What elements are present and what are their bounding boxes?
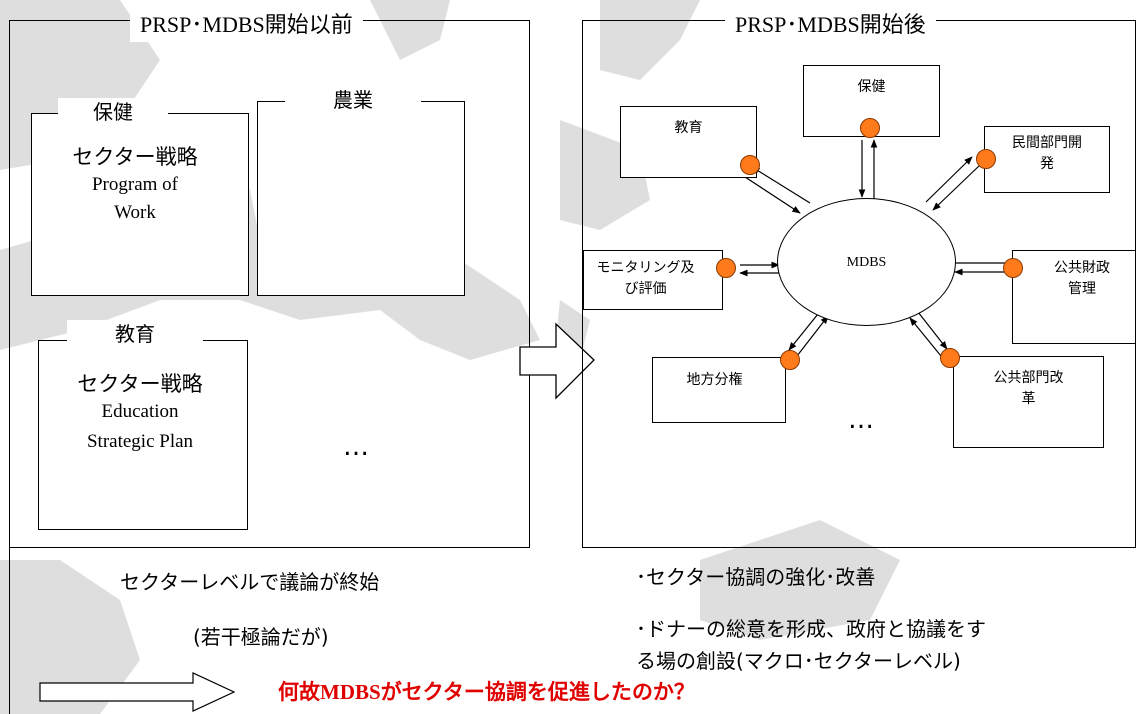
node-public-finance-dot (1003, 258, 1023, 278)
right-ellipsis: … (848, 405, 874, 435)
right-panel-title: PRSP･MDBS開始後 (725, 8, 936, 42)
health-program-line1: Program of (91, 174, 178, 195)
node-public-finance-label-line2: 管理 (1068, 281, 1096, 297)
central-question-part2: がセクター協調を促進したのか？ (380, 680, 695, 704)
node-monitoring-label-line2: び評価 (624, 281, 667, 297)
node-monitoring-dot (716, 258, 736, 278)
node-private-sector-label-line1: 民間部門開 (1012, 135, 1082, 151)
node-decentralization-box (652, 357, 786, 423)
node-decentralization-dot (780, 350, 800, 370)
question-arrow (39, 672, 236, 712)
node-health-label: 保健 (857, 79, 886, 95)
node-private-sector-box (984, 126, 1110, 193)
education-plan-line2: Strategic Plan (86, 431, 194, 452)
node-monitoring-box (583, 250, 723, 310)
right-conclusion-3: る場の創設(マクロ･セクターレベル) (636, 649, 961, 673)
bottom-left-divider (9, 548, 10, 714)
node-public-finance-box (1012, 250, 1136, 344)
node-education-box (620, 106, 757, 178)
node-public-reform-label-line1: 公共部門改 (993, 370, 1064, 386)
health-sector-label: 保健 (58, 98, 168, 126)
health-sector-box (31, 113, 249, 296)
node-decentralization-label: 地方分権 (686, 372, 743, 388)
transition-arrow (519, 322, 595, 400)
central-question: 何故MDBSがセクター協調を促進したのか？ (278, 676, 695, 706)
agriculture-sector-box (257, 101, 465, 296)
right-conclusion-2: ･ドナーの総意を形成、政府と協議をす (636, 617, 986, 641)
education-strategy: セクター戦略 (77, 372, 203, 396)
mdbs-hub (777, 198, 956, 326)
health-strategy: セクター戦略 (72, 145, 198, 169)
education-sector-box (38, 340, 248, 530)
education-sector-label: 教育 (67, 320, 203, 348)
node-monitoring-label-line1: モニタリング及 (596, 260, 695, 276)
health-program-line2: Work (114, 202, 156, 223)
right-conclusion-1: ･セクター協調の強化･改善 (636, 565, 876, 589)
left-conclusion: セクターレベルで議論が終始 (120, 570, 380, 594)
mdbs-hub-label: MDBS (846, 255, 887, 270)
central-question-part1: 何故MDBS (278, 680, 381, 704)
node-public-reform-label-line2: 革 (1021, 391, 1036, 407)
left-conclusion-caveat: (若干極論だが) (193, 625, 329, 649)
agriculture-sector-label: 農業 (285, 86, 421, 114)
education-plan-line1: Education (101, 401, 179, 422)
node-education-dot (740, 155, 760, 175)
node-education-label: 教育 (674, 120, 703, 136)
node-health-dot (860, 118, 880, 138)
left-ellipsis: … (343, 432, 369, 462)
node-private-sector-dot (976, 149, 996, 169)
node-private-sector-label-line2: 発 (1040, 156, 1054, 172)
node-public-reform-box (953, 356, 1104, 448)
left-panel-title: PRSP･MDBS開始以前 (130, 8, 363, 42)
node-public-finance-label-line1: 公共財政 (1054, 260, 1110, 276)
node-public-reform-dot (940, 348, 960, 368)
